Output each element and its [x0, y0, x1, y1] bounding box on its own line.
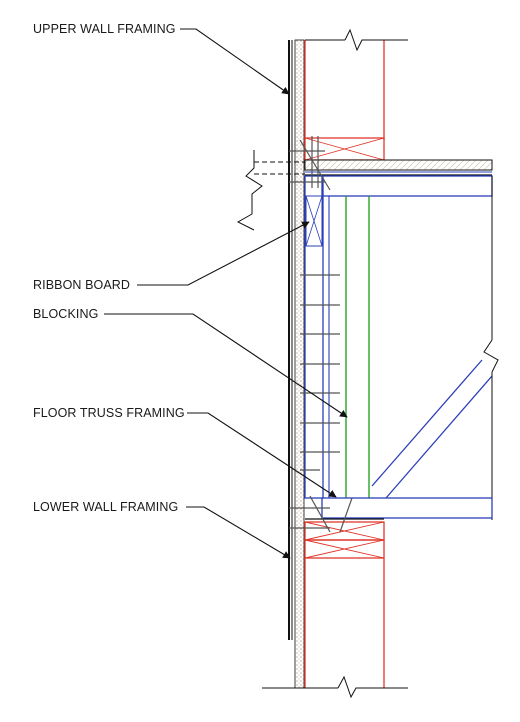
- ribbon-board: [304, 175, 324, 499]
- upper-plate-fasteners: [289, 136, 331, 191]
- label-floor-truss-framing: FLOOR TRUSS FRAMING: [33, 406, 185, 420]
- leader-upper-wall: [180, 28, 290, 95]
- label-blocking: BLOCKING: [33, 307, 98, 321]
- leader-ribbon-board: [137, 221, 310, 286]
- upper-wall-stud: [304, 28, 408, 140]
- floor-projection-break: [236, 150, 305, 231]
- leader-lower-wall: [186, 506, 291, 559]
- lower-wall-top-plate: [304, 518, 385, 559]
- lower-plate-fasteners: [289, 469, 353, 533]
- leader-blocking: [104, 313, 348, 418]
- subfloor: [304, 159, 493, 176]
- upper-wall-bottom-plate: [304, 137, 385, 161]
- leader-floor-truss: [187, 412, 337, 498]
- label-ribbon-board: RIBBON BOARD: [33, 278, 130, 292]
- label-lower-wall-framing: LOWER WALL FRAMING: [33, 500, 178, 514]
- truss-bottom-chord: [321, 497, 493, 519]
- truss-top-chord: [321, 175, 493, 197]
- label-upper-wall-framing: UPPER WALL FRAMING: [33, 22, 176, 36]
- lower-wall-stud: [262, 558, 408, 699]
- ribbon-nails: [300, 274, 340, 453]
- blocking: [345, 196, 370, 498]
- exterior-siding: [288, 40, 293, 640]
- truss-webs: [328, 176, 499, 520]
